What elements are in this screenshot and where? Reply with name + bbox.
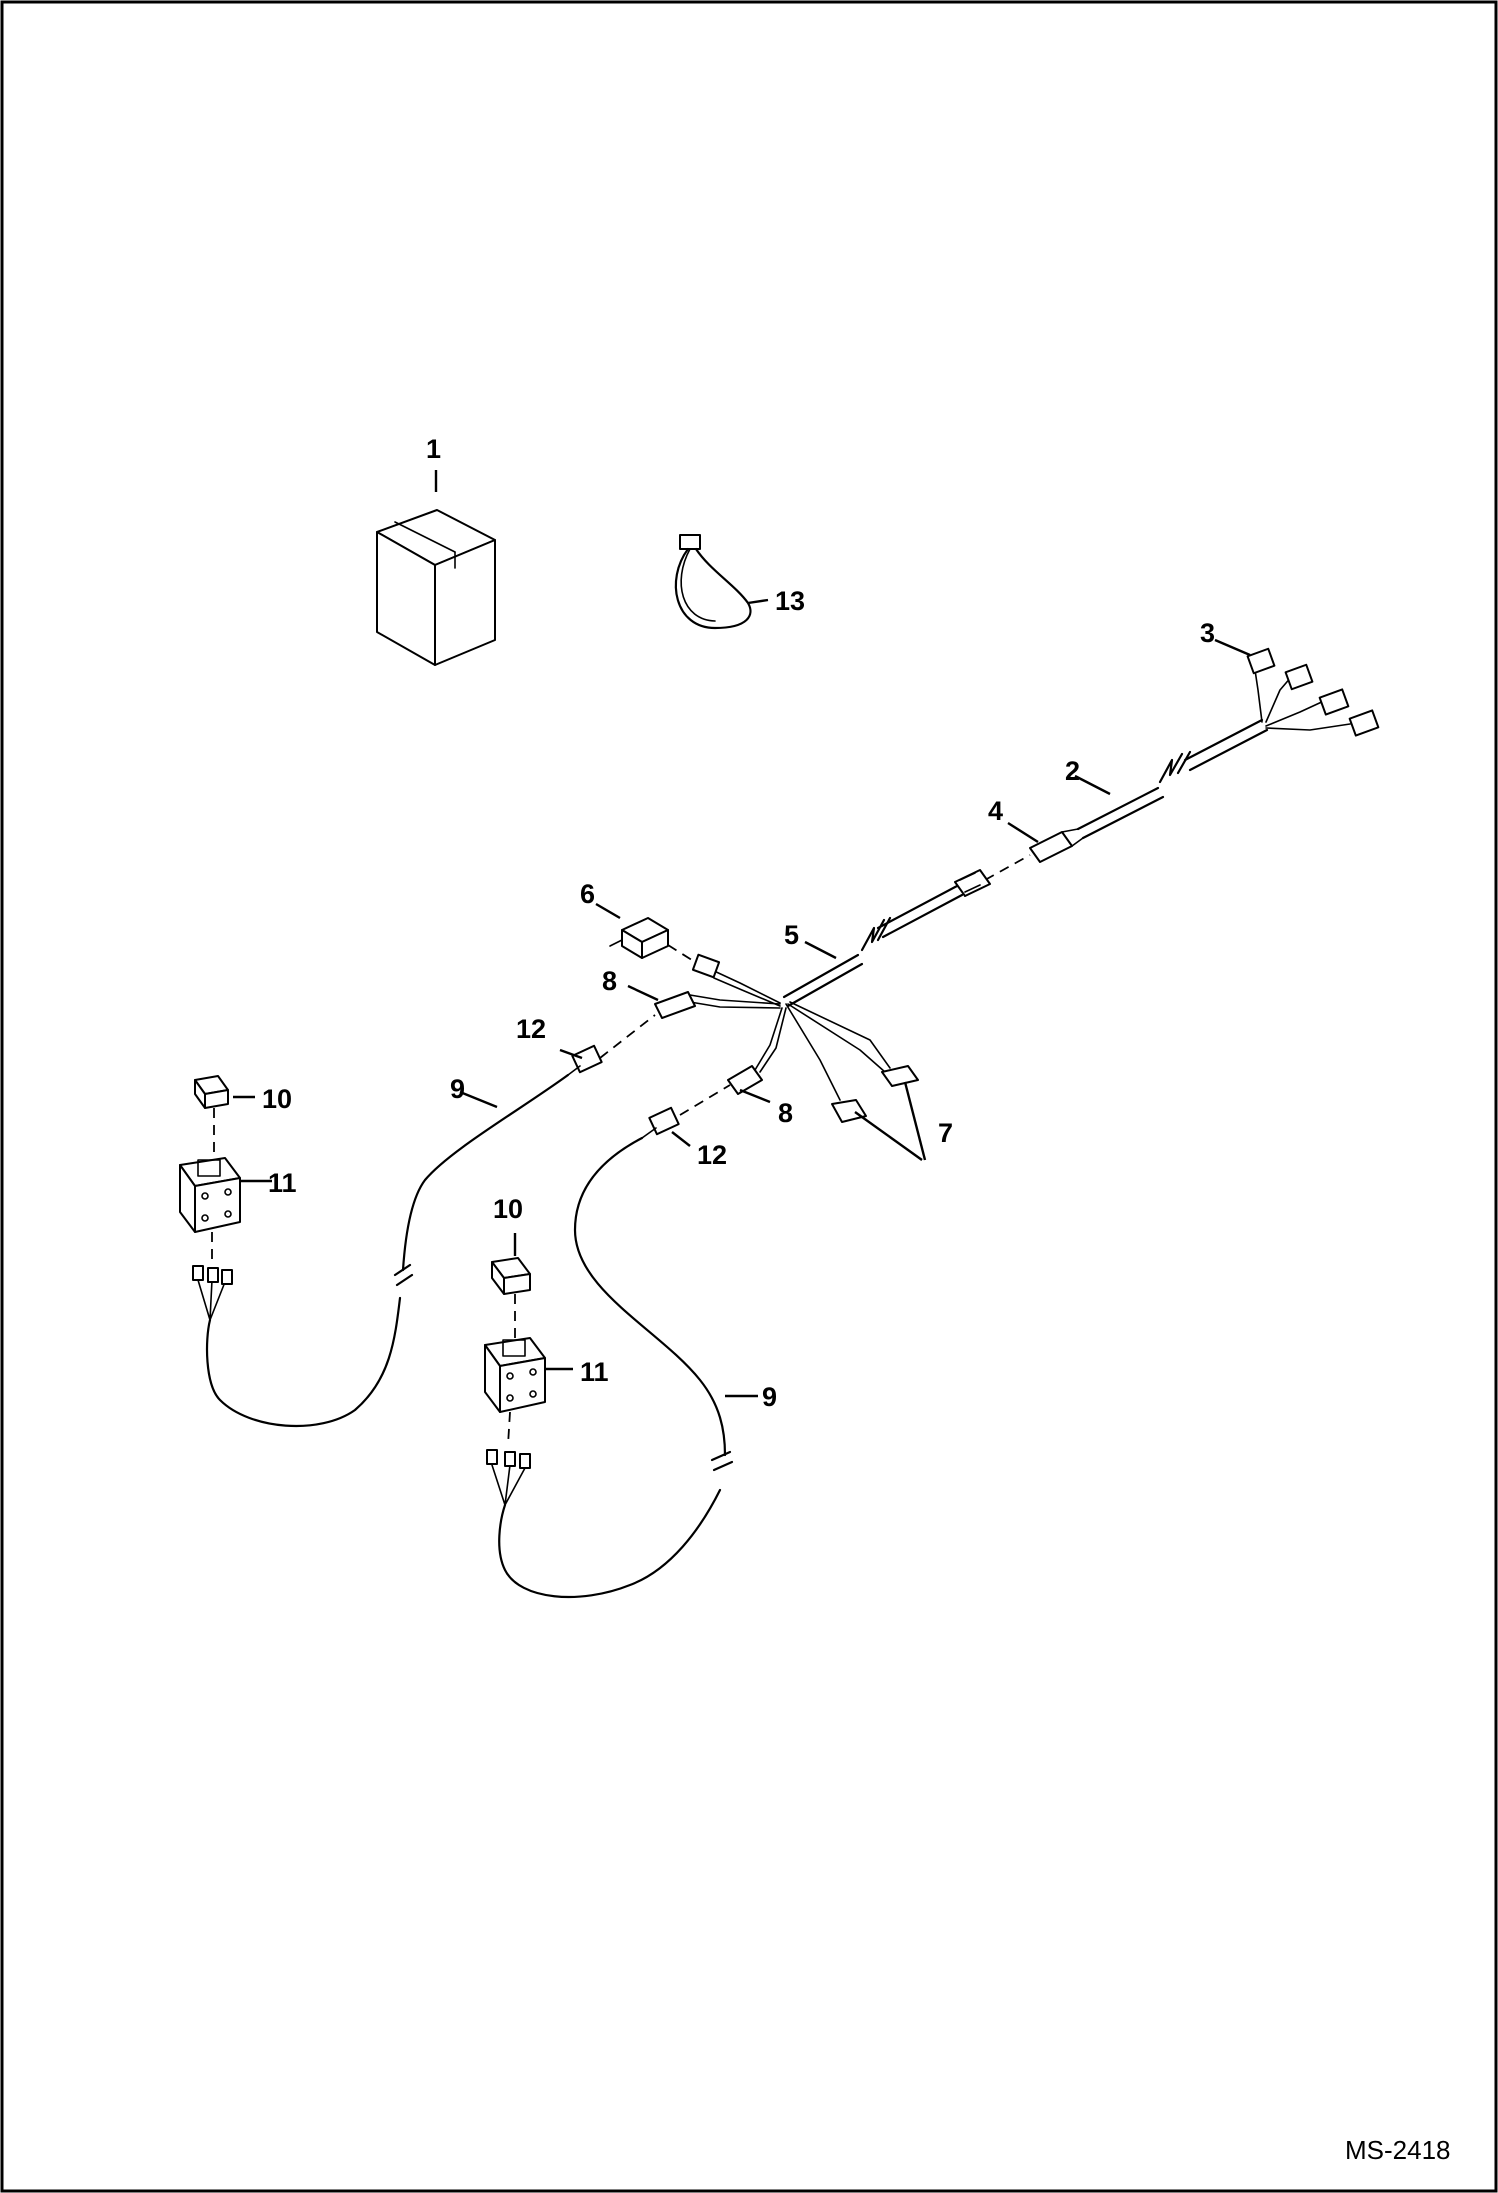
callout-9-left: 9 xyxy=(450,1074,465,1104)
callout-8-lower: 8 xyxy=(778,1098,793,1128)
main-harness xyxy=(782,718,1269,1008)
callout-10-right: 10 xyxy=(493,1194,523,1224)
callout-12-right: 12 xyxy=(697,1140,727,1170)
left-switch-assembly xyxy=(179,1075,241,1262)
harness-junction xyxy=(654,953,919,1123)
callout-4: 4 xyxy=(988,796,1003,826)
drawing-code: MS-2418 xyxy=(1345,2135,1451,2165)
callout-1: 1 xyxy=(426,434,441,464)
callout-5: 5 xyxy=(784,920,799,950)
right-switch-assembly xyxy=(484,1257,546,1446)
callout-11-left: 11 xyxy=(268,1168,297,1198)
callout-11-right: 11 xyxy=(580,1357,609,1387)
callout-7: 7 xyxy=(938,1118,953,1148)
callout-6: 6 xyxy=(580,879,595,909)
callout-12-left: 12 xyxy=(516,1014,546,1044)
callout-2: 2 xyxy=(1065,756,1080,786)
callout-8-upper: 8 xyxy=(602,966,617,996)
callout-9-right: 9 xyxy=(762,1382,777,1412)
callout-10-left: 10 xyxy=(262,1084,292,1114)
part-6-component xyxy=(609,917,696,963)
right-harness xyxy=(486,1084,734,1599)
callout-13: 13 xyxy=(775,586,805,616)
callout-3: 3 xyxy=(1200,618,1215,648)
part-3-breakout xyxy=(1246,647,1380,737)
left-harness xyxy=(192,1014,656,1428)
part-1-box xyxy=(376,509,496,666)
part-13-cable-tie xyxy=(674,534,752,630)
